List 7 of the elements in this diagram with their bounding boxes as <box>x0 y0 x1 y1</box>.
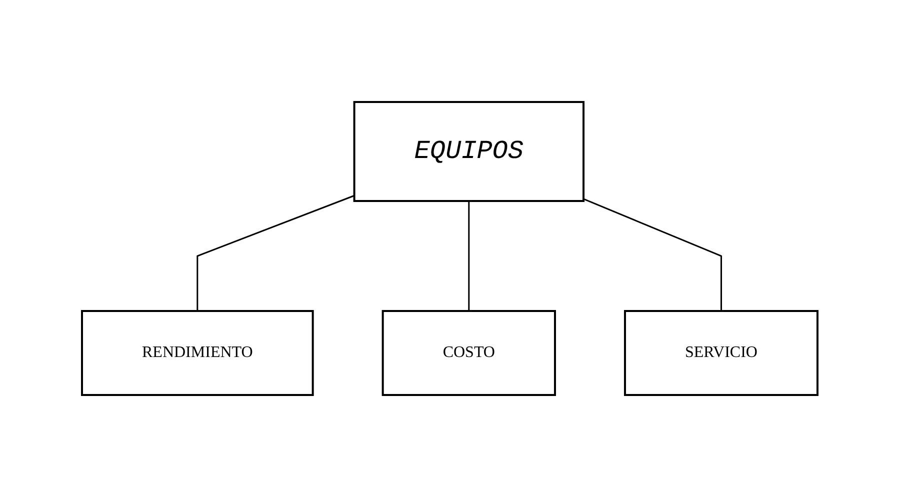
node-box: EQUIPOS <box>353 100 584 202</box>
node-box: RENDIMIENTO <box>80 310 314 396</box>
node-box: SERVICIO <box>624 310 818 396</box>
connector <box>582 198 722 310</box>
node-box: COSTO <box>382 310 556 396</box>
connector <box>196 194 354 310</box>
connector <box>468 200 470 310</box>
